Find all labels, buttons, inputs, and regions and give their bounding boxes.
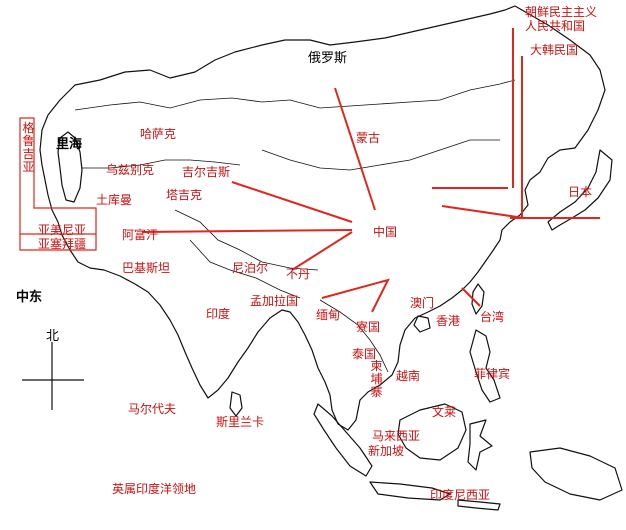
label-mongolia: 蒙古 (356, 131, 381, 145)
sumatra-shape (313, 403, 373, 477)
caucasus-bracket (19, 117, 97, 251)
label-malaysia: 马来西亚 (372, 429, 421, 443)
label-north-korea-line2: 人民共和国 (525, 19, 586, 33)
label-indonesia: 印度尼西亚 (430, 488, 491, 502)
label-turkmenistan: 土库曼 (96, 193, 133, 207)
label-kyrgyzstan: 吉尔吉斯 (182, 165, 231, 179)
philippines-shape (469, 329, 501, 403)
label-maldives: 马尔代夫 (128, 402, 177, 416)
label-thailand: 泰国 (352, 347, 377, 361)
japan-shape (547, 149, 613, 231)
sri-lanka-shape (229, 391, 243, 417)
label-burma: 缅甸 (316, 308, 341, 322)
border-russia-south (74, 79, 516, 111)
sulawesi-shape (467, 419, 493, 471)
label-armenia: 亚美尼亚 (38, 223, 87, 237)
caspian-sea-shape (57, 131, 83, 203)
label-middle-east: 中东 (16, 290, 43, 305)
java-shape (369, 481, 451, 501)
label-brunei: 文莱 (432, 405, 457, 419)
label-north: 北 (46, 329, 60, 344)
pointer-china-nepal (291, 231, 353, 271)
lesser-sunda-shape (457, 499, 501, 511)
border-china-west (174, 209, 319, 271)
label-india: 印度 (206, 307, 231, 321)
label-laos: 寮国 (356, 320, 381, 334)
label-north-korea-line1: 朝鲜民主主义 (525, 5, 598, 19)
label-hong-kong: 香港 (436, 314, 461, 328)
label-macau: 澳门 (410, 296, 435, 310)
label-kazakhstan: 哈萨克 (140, 127, 177, 141)
label-caspian-sea: 里海 (56, 137, 83, 152)
label-vietnam: 越南 (396, 369, 421, 383)
label-bhutan: 不丹 (286, 267, 311, 281)
compass (22, 342, 84, 410)
label-tajikistan: 塔吉克 (166, 188, 203, 202)
label-sri-lanka: 斯里兰卡 (216, 415, 265, 429)
label-singapore: 新加坡 (368, 444, 405, 458)
taiwan-shape (471, 283, 485, 315)
hainan-shape (413, 315, 431, 333)
pointer-china-south-korea (441, 205, 525, 219)
label-biot: 英属印度洋领地 (112, 482, 197, 496)
label-taiwan: 台湾 (480, 310, 505, 324)
label-azerbaijan: 亚塞拜疆 (38, 237, 87, 251)
border-mongolia-south (261, 139, 500, 171)
label-japan: 日本 (568, 185, 593, 199)
pointer-kyrgyzstan-china (231, 181, 353, 223)
pointer-afghanistan-china (141, 229, 353, 233)
label-bangladesh: 孟加拉国 (250, 294, 299, 308)
label-russia: 俄罗斯 (308, 51, 348, 66)
label-pakistan: 巴基斯坦 (122, 261, 171, 275)
borneo-shape (397, 403, 467, 461)
asia-coastline (39, 5, 606, 431)
pointer-burma-china (321, 278, 390, 313)
border-southeast-asia (319, 299, 389, 373)
label-philippines: 菲律宾 (474, 367, 511, 381)
new-guinea-shape (529, 447, 623, 501)
label-china: 中国 (373, 225, 398, 239)
label-georgia: 格鲁吉亚 (22, 121, 35, 174)
label-afghanistan: 阿富汗 (122, 228, 159, 242)
label-uzbekistan: 乌兹别克 (106, 163, 155, 177)
label-south-korea: 大韩民国 (530, 43, 579, 57)
label-cambodia: 柬埔寨 (370, 359, 383, 399)
border-india-north (189, 239, 301, 299)
label-nepal: 尼泊尔 (232, 261, 269, 275)
border-kazakhstan-south (82, 159, 241, 169)
pointer-taiwan (461, 287, 481, 307)
pointer-russia-china (334, 87, 376, 211)
